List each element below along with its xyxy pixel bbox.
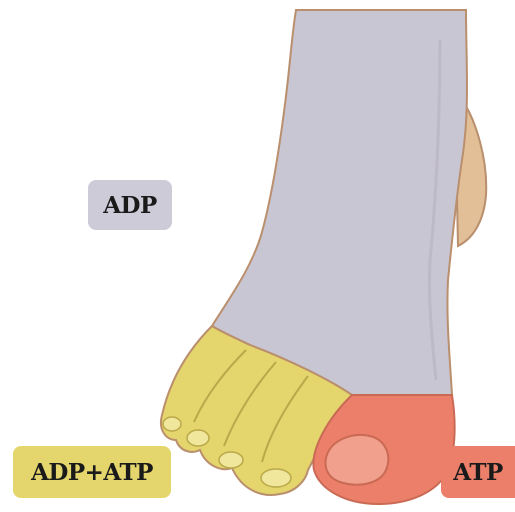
toenail-2 (261, 469, 291, 487)
toenail-4 (187, 430, 209, 446)
toenail-5 (163, 417, 181, 431)
atp-label: ATP (441, 446, 515, 498)
adp-atp-label: ADP+ATP (13, 446, 171, 498)
adp-label: ADP (88, 180, 172, 230)
foot-gray-region (212, 10, 467, 395)
toenail-3 (219, 452, 243, 468)
big-toenail (326, 435, 389, 485)
